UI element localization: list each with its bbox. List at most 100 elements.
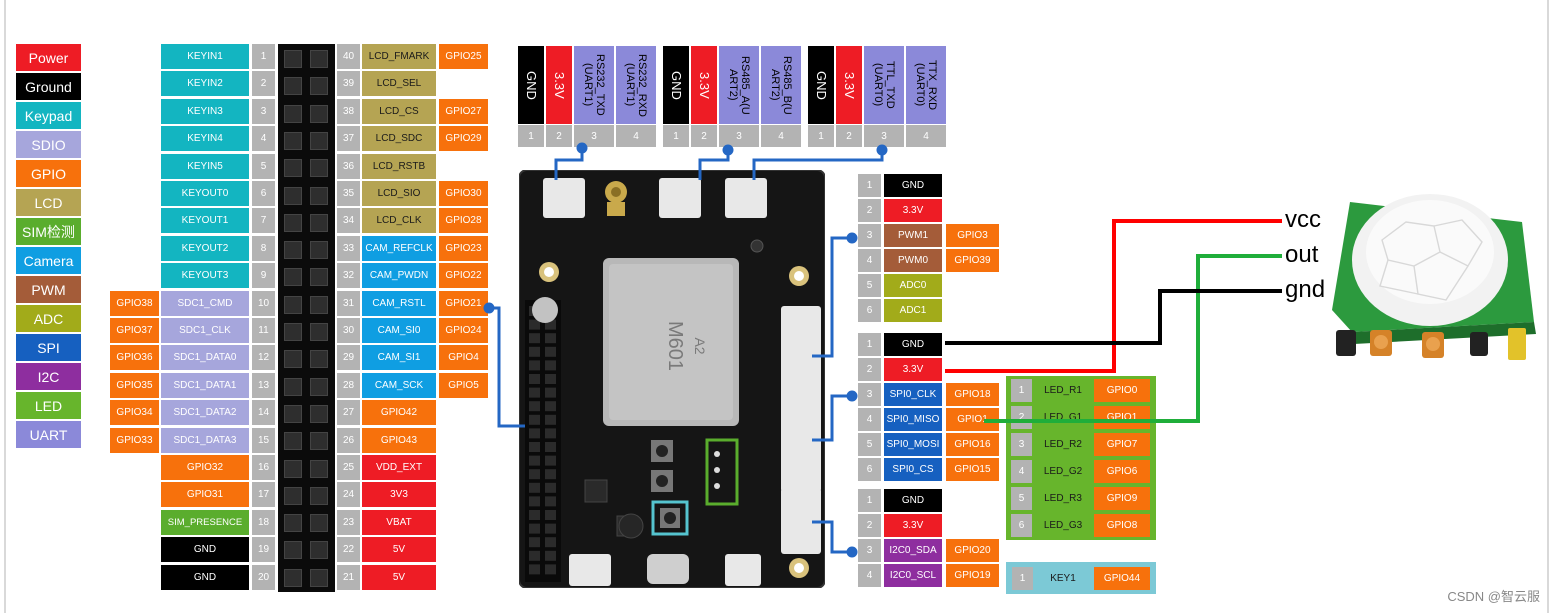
header-pin xyxy=(284,295,302,314)
gpio-label: GPIO22 xyxy=(439,263,488,289)
pin-number: 1 xyxy=(858,174,881,197)
gpio-label: GPIO34 xyxy=(110,400,159,426)
header-pin xyxy=(310,50,328,68)
pin-number: 17 xyxy=(252,482,275,508)
pin-func-label: LCD_CS xyxy=(362,98,436,124)
board-header-pin xyxy=(529,455,540,466)
connector-line xyxy=(698,150,730,180)
pin-func-label: 3.3V xyxy=(884,199,942,222)
board-header-pin xyxy=(545,319,556,330)
pin-number: 37 xyxy=(337,126,360,152)
led-func-label: LED_G2 xyxy=(1036,460,1090,483)
pin-number: 19 xyxy=(252,537,275,563)
board-header-pin xyxy=(545,455,556,466)
led-block-bg xyxy=(1006,376,1156,540)
board-header-pin xyxy=(545,442,556,452)
header-pin xyxy=(284,541,302,560)
gpio-label: GPIO44 xyxy=(1094,567,1150,590)
pin-func-label: KEYOUT1 xyxy=(161,208,249,234)
pin-number: 32 xyxy=(337,263,360,289)
board-header-pin xyxy=(529,374,540,384)
pin-number: 39 xyxy=(337,71,360,97)
gpio-label: GPIO6 xyxy=(1094,460,1150,483)
connector-line xyxy=(489,306,525,428)
pin-number: 31 xyxy=(337,290,360,316)
uart-header-rs232-rxd: RS232_RXD (UART1) xyxy=(616,46,656,124)
board-header-pin xyxy=(529,550,540,561)
gpio-label: GPIO30 xyxy=(439,181,488,206)
gnd-label: gnd xyxy=(1285,276,1326,303)
pin-number: 5 xyxy=(1011,487,1032,510)
pin-func-label: ADC0 xyxy=(884,274,942,297)
pin-func-label: SDC1_CLK xyxy=(161,318,249,343)
pin-func-label: SDC1_CMD xyxy=(161,290,249,316)
pin-number: 4 xyxy=(616,125,656,147)
pin-number: 20 xyxy=(252,564,275,590)
board-battery-connector xyxy=(569,554,611,586)
board-header-pin xyxy=(529,496,540,507)
header-pin xyxy=(310,323,328,341)
uart-header-label: 3.3V xyxy=(842,71,857,99)
header-pin xyxy=(310,295,328,314)
pin-number: 5 xyxy=(858,433,881,456)
pin-number: 1 xyxy=(858,333,881,356)
pin-number: 14 xyxy=(252,400,275,426)
gpio-label: GPIO7 xyxy=(1094,433,1150,456)
board-image: M601 A2 xyxy=(519,170,825,588)
pin-number: 9 xyxy=(252,263,275,289)
header-pin xyxy=(284,514,302,533)
pin-func-label: VBAT xyxy=(362,509,436,535)
pin-func-label: GPIO32 xyxy=(161,455,249,480)
pin-number: 5 xyxy=(858,274,881,297)
pin-func-label: KEYIN1 xyxy=(161,44,249,69)
connector-line xyxy=(554,148,584,180)
right-border xyxy=(1547,0,1549,613)
pin-number: 2 xyxy=(691,125,717,147)
pin-func-label: KEYOUT0 xyxy=(161,181,249,206)
uart-header-gnd: GND xyxy=(518,46,544,124)
sensor-capacitor xyxy=(1336,330,1356,356)
board-header-pin xyxy=(529,346,540,357)
pin-number: 11 xyxy=(252,318,275,343)
board-header-pin xyxy=(529,319,540,330)
uart-header-ttl-txd: TTL_TXD (UART0) xyxy=(864,46,904,124)
board-header-pin xyxy=(529,537,540,548)
pin-number: 15 xyxy=(252,427,275,453)
pin-number: 38 xyxy=(337,98,360,124)
board-header-pin xyxy=(545,401,556,412)
header-pin xyxy=(310,377,328,396)
gpio-label: GPIO29 xyxy=(439,126,488,152)
connector-dot xyxy=(722,144,734,156)
pin-number: 2 xyxy=(546,125,572,147)
pin-number: 3 xyxy=(252,98,275,124)
gpio-label: GPIO21 xyxy=(439,290,488,316)
connector-dot xyxy=(846,232,858,244)
uart-header-label: GND xyxy=(814,70,829,100)
uart-header-label: RS232_TXD (UART1) xyxy=(582,54,606,116)
header-pin xyxy=(310,514,328,533)
led-func-label: LED_G1 xyxy=(1036,406,1090,429)
gpio-label: GPIO0 xyxy=(1094,379,1150,402)
uart-header-gnd: GND xyxy=(808,46,834,124)
header-pin xyxy=(310,459,328,478)
connector-dot xyxy=(576,142,588,154)
gpio-label: GPIO3 xyxy=(946,224,999,247)
pin-func-label: VDD_EXT xyxy=(362,455,436,480)
header-pin xyxy=(284,459,302,478)
pin-func-label: KEYOUT3 xyxy=(161,263,249,289)
pin-func-label: GND xyxy=(884,489,942,512)
board-connector-pwm-adc xyxy=(781,306,821,402)
pin-number: 16 xyxy=(252,455,275,480)
board-header-pin xyxy=(529,523,540,534)
pin-func-label: KEYOUT2 xyxy=(161,235,249,261)
pin-number: 4 xyxy=(858,408,881,431)
uart-header-rs485-b-u: RS485_B(U ART2) xyxy=(761,46,801,124)
pin-number: 27 xyxy=(337,400,360,426)
gpio-label: GPIO1 xyxy=(946,408,999,431)
pin-number: 33 xyxy=(337,235,360,261)
gpio-label: GPIO28 xyxy=(439,208,488,234)
gpio-label: GPIO20 xyxy=(946,539,999,562)
pin-number: 30 xyxy=(337,318,360,343)
led-func-label: LED_R3 xyxy=(1036,487,1090,510)
connector-dot xyxy=(483,302,495,314)
